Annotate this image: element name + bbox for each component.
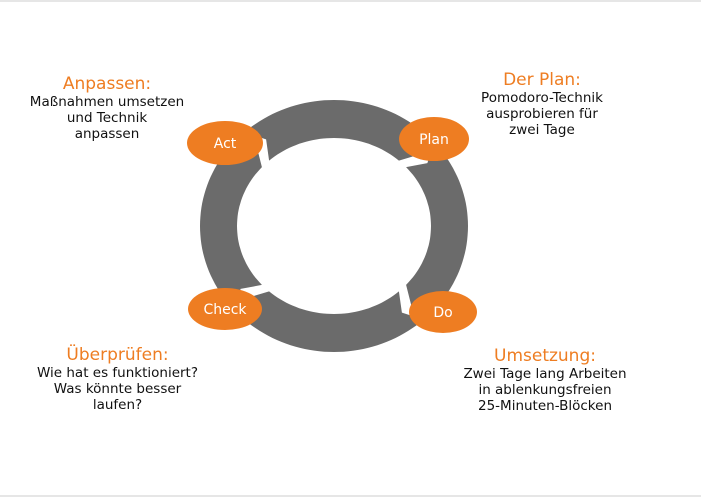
check-heading: Überprüfen: — [66, 345, 169, 365]
act-description: Anpassen: Maßnahmen umsetzen und Technik… — [12, 74, 202, 143]
do-description: Umsetzung: Zwei Tage lang Arbeiten in ab… — [440, 346, 650, 415]
ring-segment-bottom — [244, 291, 424, 352]
node-do-label: Do — [433, 305, 452, 321]
node-do-shape — [409, 291, 477, 333]
do-line-1: Zwei Tage lang Arbeiten — [463, 366, 627, 382]
act-line-2: und Technik — [66, 110, 148, 126]
cycle-ring — [200, 100, 468, 352]
do-heading: Umsetzung: — [494, 346, 596, 366]
top-border — [0, 0, 701, 2]
ring-segment-right — [406, 141, 468, 311]
node-act-shape — [187, 121, 263, 165]
node-check-shape — [188, 288, 262, 330]
bottom-border — [0, 495, 701, 497]
node-act-label: Act — [214, 136, 237, 152]
check-line-3: laufen? — [92, 397, 143, 413]
check-line-2: Was könnte besser — [53, 381, 182, 397]
act-line-3: anpassen — [74, 126, 140, 142]
plan-description: Der Plan: Pomodoro-Technik ausprobieren … — [452, 70, 632, 139]
act-line-1: Maßnahmen umsetzen — [29, 94, 185, 110]
node-check-label: Check — [203, 302, 247, 318]
do-line-2: in ablenkungsfreien — [478, 382, 612, 398]
check-line-1: Wie hat es funktioniert? — [36, 365, 199, 381]
node-plan-shape — [399, 117, 469, 161]
do-line-3: 25-Minuten-Blöcken — [478, 398, 612, 414]
check-description: Überprüfen: Wie hat es funktioniert? Was… — [15, 345, 220, 414]
ring-segment-left — [200, 141, 262, 311]
plan-line-2: ausprobieren für — [486, 106, 598, 122]
node-plan: Plan — [399, 117, 469, 161]
node-do: Do — [409, 291, 477, 333]
node-plan-label: Plan — [419, 132, 449, 148]
node-check: Check — [188, 288, 262, 330]
plan-line-3: zwei Tage — [509, 122, 575, 138]
node-act: Act — [187, 121, 263, 165]
ring-segment-top — [244, 100, 424, 161]
plan-line-1: Pomodoro-Technik — [481, 90, 603, 106]
act-heading: Anpassen: — [62, 74, 152, 94]
plan-heading: Der Plan: — [503, 70, 581, 90]
